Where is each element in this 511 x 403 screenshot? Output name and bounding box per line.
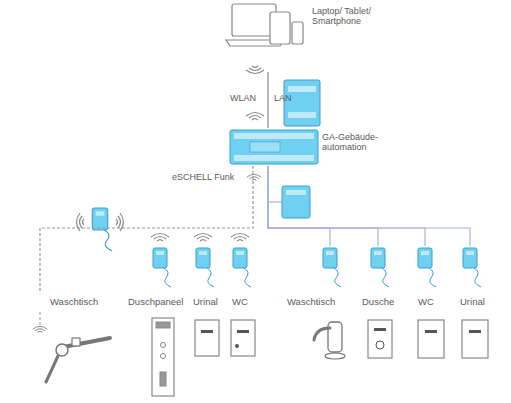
- wc-panel: [418, 320, 444, 358]
- wifi-symbol: [194, 234, 212, 242]
- node-label: Urinal: [193, 297, 226, 307]
- wifi-symbol: [247, 174, 261, 180]
- wifi-symbol: [231, 234, 249, 242]
- controller: GA-Gebäude- automation: [226, 128, 386, 166]
- fixture: Waschtisch: [30, 292, 100, 310]
- wc-panel: [231, 320, 255, 356]
- wifi-symbol: [77, 213, 85, 231]
- radio-module: [92, 208, 112, 251]
- node-label: WC: [418, 297, 442, 307]
- radio-module: [153, 248, 171, 287]
- bus-wire: [268, 201, 282, 202]
- radio-module: [233, 248, 251, 287]
- fixture: WC: [418, 246, 442, 310]
- wired-module: [463, 248, 481, 287]
- bus-connection: [268, 166, 330, 246]
- radio-module: [196, 248, 214, 287]
- wifi-symbol: [33, 326, 47, 332]
- wifi-symbol: [116, 213, 124, 231]
- urinal-panel: [462, 320, 488, 358]
- fixture: Waschtisch: [286, 246, 344, 310]
- node-label: Waschtisch: [287, 297, 344, 307]
- device-group: Laptop/ Tablet/ Smartphone: [226, 0, 386, 72]
- fixture: Urinal: [459, 246, 497, 310]
- bus-connection: [268, 166, 470, 246]
- phone-icon: [292, 22, 303, 44]
- tablet-icon: [270, 12, 290, 44]
- wired-module: [371, 248, 389, 287]
- wired-module: [323, 248, 341, 287]
- link-label: WLAN: [230, 93, 256, 103]
- fixture: WC: [231, 246, 253, 310]
- radio-link: [40, 312, 41, 326]
- fixture: Urinal: [192, 246, 226, 310]
- node-label: Duschpaneel: [128, 297, 190, 307]
- node-label: Laptop/ Tablet/ Smartphone: [312, 6, 386, 26]
- node-label: Waschtisch: [50, 297, 100, 307]
- bus-connection: [268, 166, 425, 246]
- urinal-panel: [195, 320, 219, 356]
- node-label: GA-Gebäude- automation: [322, 132, 386, 152]
- wall-faucet: [46, 338, 110, 382]
- fixture: Dusche: [361, 246, 401, 310]
- shower-panel: [368, 320, 392, 358]
- bus-module: [282, 186, 310, 218]
- radio-connection: [40, 166, 253, 292]
- node-label: Dusche: [362, 297, 401, 307]
- node-label: WC: [232, 297, 253, 307]
- wifi-symbol: [246, 66, 264, 74]
- fixture: Duschpaneel: [126, 246, 190, 310]
- bus-connection: [268, 166, 378, 246]
- radio-label: eSCHELL Funk: [172, 172, 234, 182]
- node-label: Urinal: [460, 297, 497, 307]
- network-device: [284, 80, 320, 126]
- basin-faucet: [314, 322, 345, 359]
- link-label: LAN: [274, 93, 292, 103]
- lan-connection: [267, 72, 268, 128]
- ga-controller: [230, 130, 318, 164]
- wifi-symbol: [151, 234, 169, 242]
- wifi-symbol: [246, 113, 264, 121]
- shower-panel: [152, 318, 174, 396]
- wired-module: [418, 248, 436, 287]
